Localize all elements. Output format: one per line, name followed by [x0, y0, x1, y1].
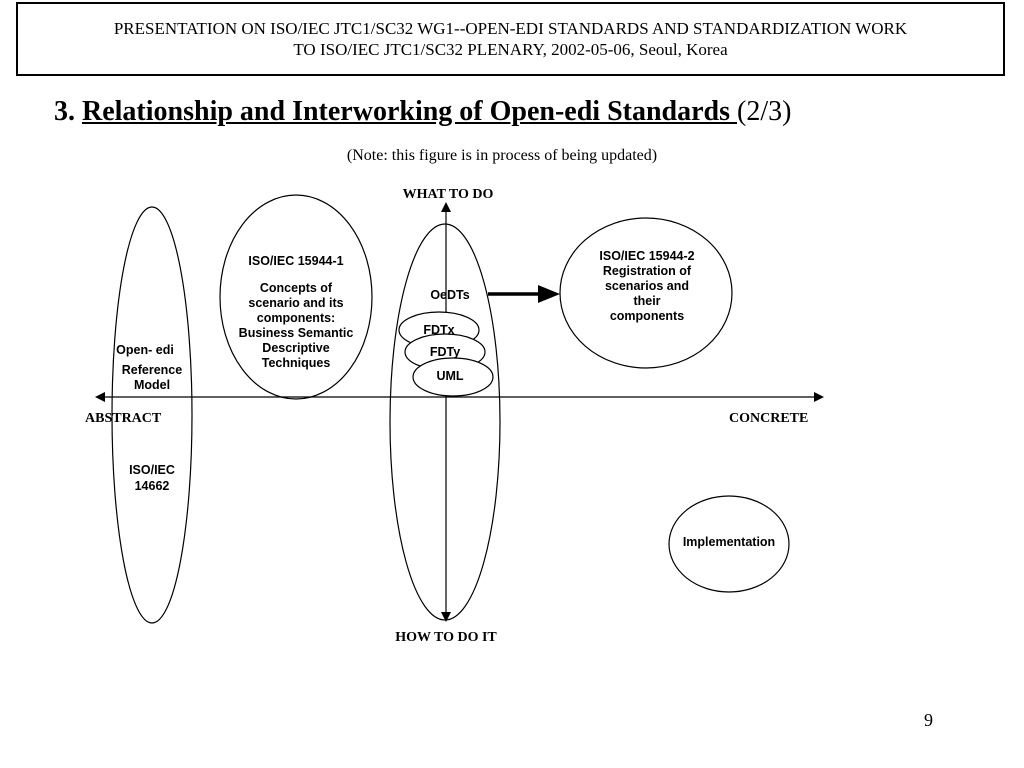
uml-ellipse	[412, 357, 494, 397]
figure-note: (Note: this figure is in process of bein…	[346, 147, 658, 164]
reference-model-line-3: Model	[134, 378, 170, 392]
iso-15944-2-line-1: ISO/IEC 15944-2	[599, 249, 694, 263]
iso-15944-2-line-5: components	[610, 309, 684, 323]
axis-arrow-right	[814, 392, 824, 402]
header-banner: PRESENTATION ON ISO/IEC JTC1/SC32 WG1--O…	[16, 2, 1005, 76]
oedts-label: OeDTs	[430, 288, 469, 302]
title-main: Relationship and Interworking of Open-ed…	[82, 96, 738, 127]
iso-15944-2-line-2: Registration of	[603, 264, 692, 278]
axis-label-concrete: CONCRETE	[729, 411, 808, 426]
page-number: 9	[924, 710, 933, 730]
iso-15944-1-line-6: Descriptive	[262, 341, 329, 355]
iso-15944-1-line-3: scenario and its	[248, 296, 343, 310]
axis-arrow-left	[95, 392, 105, 402]
axis-label-abstract: ABSTRACT	[85, 411, 162, 426]
axis-label-what-to-do: WHAT TO DO	[403, 187, 494, 202]
iso-15944-2-line-3: scenarios and	[605, 279, 689, 293]
reference-model-line-4: ISO/IEC	[129, 463, 175, 477]
axis-label-how-to-do-it: HOW TO DO IT	[395, 630, 497, 645]
implementation-label: Implementation	[683, 535, 775, 549]
title-part: (2/3)	[737, 96, 792, 127]
axis-arrow-bottom	[441, 612, 451, 622]
iso-15944-1-line-4: components:	[257, 311, 335, 325]
header-line-1: PRESENTATION ON ISO/IEC JTC1/SC32 WG1--O…	[113, 19, 908, 38]
fdtx-label: FDTx	[423, 323, 454, 337]
uml-label: UML	[436, 369, 463, 383]
reference-model-line-1: Open- edi	[116, 343, 174, 357]
title-number: 3.	[54, 96, 75, 127]
iso-15944-1-line-7: Techniques	[262, 356, 331, 370]
iso-15944-1-line-5: Business Semantic	[239, 326, 354, 340]
oedts-ellipse	[389, 223, 501, 621]
iso-15944-1-ellipse	[219, 194, 373, 400]
reference-model-line-5: 14662	[135, 479, 170, 493]
reference-model-ellipse	[111, 206, 193, 624]
header-line-2: TO ISO/IEC JTC1/SC32 PLENARY, 2002-05-06…	[293, 40, 728, 59]
iso-15944-2-line-4: their	[633, 294, 660, 308]
iso-15944-1-line-2: Concepts of	[260, 281, 333, 295]
registration-arrow-head	[538, 285, 560, 303]
iso-15944-2-ellipse	[559, 217, 733, 369]
slide-title: 3. Relationship and Interworking of Open…	[54, 92, 791, 132]
reference-model-line-2: Reference	[122, 363, 182, 377]
fdty-label: FDTy	[430, 345, 460, 359]
implementation-ellipse	[668, 495, 790, 593]
axis-arrow-top	[441, 202, 451, 212]
iso-15944-1-line-1: ISO/IEC 15944-1	[248, 254, 343, 268]
